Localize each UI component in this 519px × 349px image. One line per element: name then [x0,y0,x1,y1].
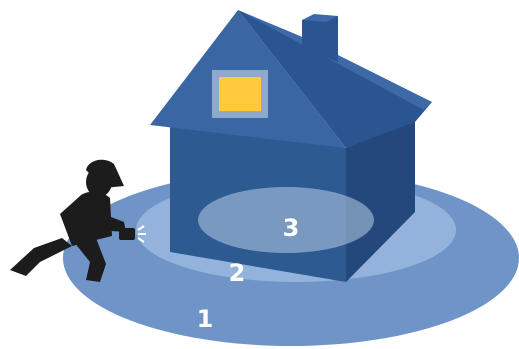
person-leg-back [10,238,72,276]
zone-1-label: 1 [197,305,214,333]
zone-3-label: 3 [283,214,300,242]
house-window [219,77,261,111]
flashlight [119,228,135,240]
zone-2-label: 2 [229,259,246,287]
